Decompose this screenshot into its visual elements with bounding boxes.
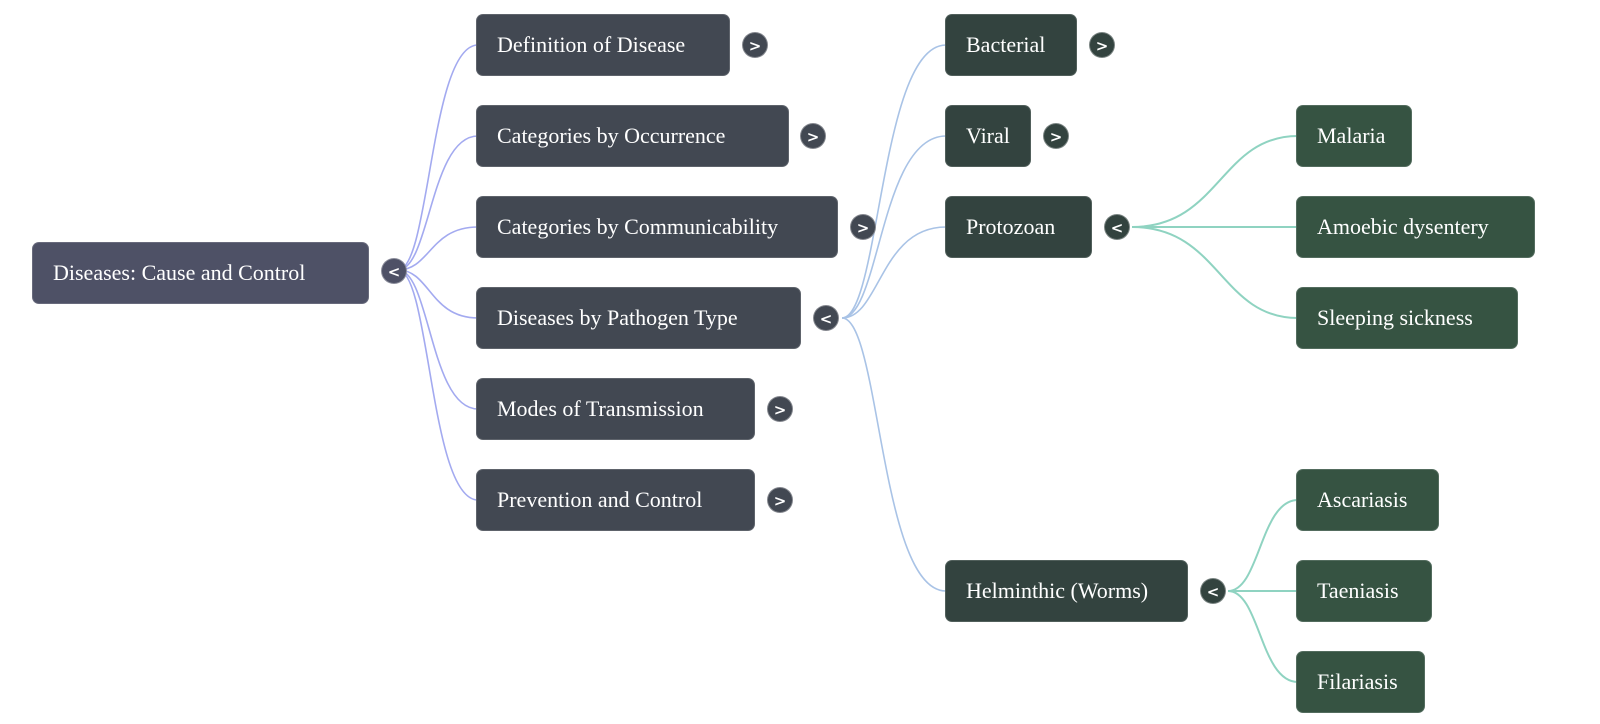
- node-helminthic[interactable]: Helminthic (Worms): [945, 560, 1188, 622]
- node-categories-by-occurrence[interactable]: Categories by Occurrence: [476, 105, 789, 167]
- node-ascariasis[interactable]: Ascariasis: [1296, 469, 1439, 531]
- collapse-icon[interactable]: <: [813, 305, 839, 331]
- node-sleeping-sickness[interactable]: Sleeping sickness: [1296, 287, 1518, 349]
- connector-root-transmission: [397, 269, 479, 410]
- collapse-icon[interactable]: <: [1104, 214, 1130, 240]
- expand-icon[interactable]: >: [850, 214, 876, 240]
- node-diseases-by-pathogen-type[interactable]: Diseases by Pathogen Type: [476, 287, 801, 349]
- expand-icon[interactable]: >: [767, 487, 793, 513]
- expand-icon[interactable]: >: [1089, 32, 1115, 58]
- node-protozoan[interactable]: Protozoan: [945, 196, 1092, 258]
- node-modes-of-transmission[interactable]: Modes of Transmission: [476, 378, 755, 440]
- node-viral[interactable]: Viral: [945, 105, 1031, 167]
- node-amoebic-dysentery[interactable]: Amoebic dysentery: [1296, 196, 1535, 258]
- root-node[interactable]: Diseases: Cause and Control: [32, 242, 369, 304]
- node-filariasis[interactable]: Filariasis: [1296, 651, 1425, 713]
- expand-icon[interactable]: >: [767, 396, 793, 422]
- node-prevention-and-control[interactable]: Prevention and Control: [476, 469, 755, 531]
- connector-root-communicability: [397, 226, 479, 271]
- node-categories-by-communicability[interactable]: Categories by Communicability: [476, 196, 838, 258]
- expand-icon[interactable]: >: [742, 32, 768, 58]
- connector-pathogen-protozoan: [841, 226, 947, 319]
- node-definition-of-disease[interactable]: Definition of Disease: [476, 14, 730, 76]
- collapse-icon[interactable]: <: [1200, 578, 1226, 604]
- connector-pathogen-helminthic: [841, 317, 947, 592]
- connector-root-definition: [397, 44, 479, 271]
- expand-icon[interactable]: >: [1043, 123, 1069, 149]
- expand-icon[interactable]: >: [800, 123, 826, 149]
- connector-helminthic-ascariasis: [1227, 499, 1299, 592]
- connector-root-pathogen: [397, 269, 479, 319]
- connector-root-prevention: [397, 269, 479, 501]
- connector-protozoan-malaria: [1131, 135, 1299, 228]
- connector-pathogen-bacterial: [841, 44, 947, 319]
- collapse-icon[interactable]: <: [381, 258, 407, 284]
- connector-root-occurrence: [397, 135, 479, 271]
- connector-pathogen-viral: [841, 135, 947, 319]
- node-malaria[interactable]: Malaria: [1296, 105, 1412, 167]
- connector-protozoan-sleeping: [1131, 226, 1299, 319]
- node-bacterial[interactable]: Bacterial: [945, 14, 1077, 76]
- connector-helminthic-filariasis: [1227, 590, 1299, 683]
- node-taeniasis[interactable]: Taeniasis: [1296, 560, 1432, 622]
